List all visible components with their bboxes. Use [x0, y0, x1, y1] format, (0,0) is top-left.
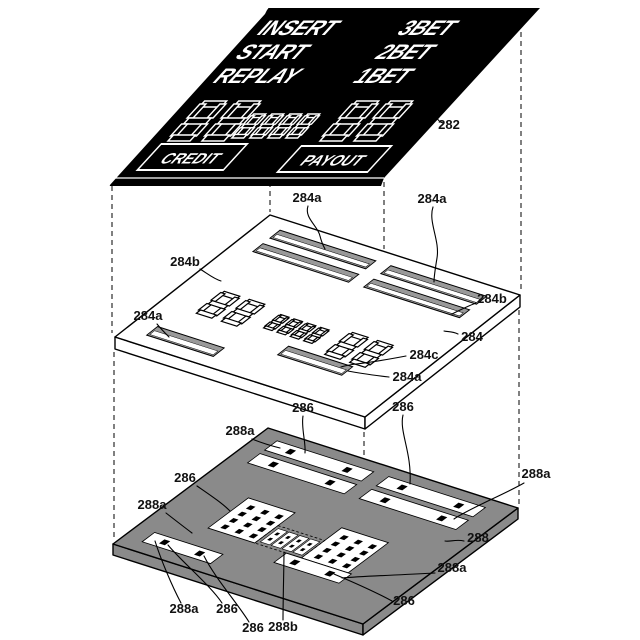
leader-288a: [154, 540, 182, 604]
button-legend-insert: INSERT: [251, 17, 348, 40]
ref-label-286: 286: [393, 593, 415, 608]
ref-label-284: 284: [461, 329, 483, 344]
leader-286: [333, 573, 393, 602]
leader-288b: [282, 551, 285, 621]
led-board-layer: [112, 427, 519, 636]
reference-labels: 282 284a 284a 284b 284b 284a 284 284c 28…: [134, 117, 552, 635]
leader-288a: [165, 512, 193, 534]
button-aperture: [268, 229, 377, 270]
ref-label-284b: 284b: [170, 254, 200, 269]
leader-284a: [347, 370, 390, 378]
ref-label-286: 286: [392, 399, 414, 414]
leader-288a: [251, 438, 281, 449]
led-cell: [292, 538, 321, 556]
led-cell: [259, 528, 288, 546]
ref-label-284c: 284c: [410, 347, 439, 362]
panel-top-face: [114, 214, 521, 418]
lower-aperture: [276, 345, 354, 376]
leader-286: [302, 415, 306, 454]
button-legend-2bet: 2BET: [369, 41, 443, 64]
ref-label-288a: 288a: [438, 560, 468, 575]
button-aperture: [379, 265, 488, 305]
leader-lines: [154, 107, 525, 623]
leader-286: [203, 555, 250, 623]
led-dots-upper-bars: [267, 448, 465, 522]
ref-label-284a: 284a: [293, 190, 323, 205]
payout-caption: PAYOUT: [295, 152, 370, 169]
ref-label-284b: 284b: [477, 291, 507, 306]
ref-label-288: 288: [467, 530, 489, 545]
leader-284b: [451, 302, 477, 315]
ref-label-284a: 284a: [418, 191, 448, 206]
ref-label-288a: 288a: [170, 601, 200, 616]
button-legend-1bet: 1BET: [347, 65, 421, 88]
led-cell: [281, 535, 310, 553]
button-aperture: [362, 278, 471, 319]
ref-label-282: 282: [438, 117, 460, 132]
ref-label-284a: 284a: [393, 369, 423, 384]
credit-caption-box: [135, 143, 250, 171]
leader-284b: [199, 268, 222, 282]
ref-label-284a: 284a: [134, 308, 164, 323]
ref-label-286: 286: [242, 620, 264, 635]
display-panel-layer: INSERT START REPLAY 3BET 2BET 1BET CREDI…: [108, 7, 540, 187]
led-cell: [270, 531, 299, 549]
ref-label-288a: 288a: [138, 497, 168, 512]
ref-label-288a: 288a: [226, 423, 256, 438]
mask-panel-layer: [114, 214, 521, 430]
button-legend-3bet: 3BET: [391, 17, 465, 40]
button-aperture: [251, 243, 360, 283]
leader-288: [444, 539, 465, 542]
leader-284a: [156, 323, 170, 338]
ref-label-286: 286: [216, 601, 238, 616]
leader-282: [436, 107, 448, 124]
leader-284: [443, 330, 459, 335]
leader-288a: [453, 482, 525, 520]
ref-label-286: 286: [174, 470, 196, 485]
leader-286: [196, 485, 231, 512]
led-dots-lower-bars: [159, 539, 336, 577]
leader-286: [401, 414, 411, 485]
led-dots-matrix-left: [220, 505, 284, 539]
led-bar: [141, 532, 224, 565]
leader-284c: [340, 355, 407, 368]
leader-286: [167, 544, 223, 604]
panel-left-edge: [108, 7, 269, 187]
button-legend-replay: REPLAY: [207, 65, 310, 88]
panel-legends: INSERT START REPLAY 3BET 2BET 1BET CREDI…: [155, 17, 465, 169]
leader-284a: [306, 205, 326, 250]
ref-label-288b: 288b: [268, 619, 298, 634]
ref-label-286: 286: [292, 400, 314, 415]
ref-label-288a: 288a: [522, 466, 552, 481]
button-legend-start: START: [229, 41, 318, 64]
board-top-face: [112, 427, 519, 625]
led-matrix-left: [207, 497, 296, 544]
payout-caption-box: [275, 145, 394, 173]
leader-288a: [341, 572, 436, 579]
credit-caption: CREDIT: [155, 150, 226, 167]
led-dots-matrix-right: [313, 535, 378, 569]
led-dots-center-cells: [267, 532, 313, 552]
leader-284a: [431, 206, 439, 283]
